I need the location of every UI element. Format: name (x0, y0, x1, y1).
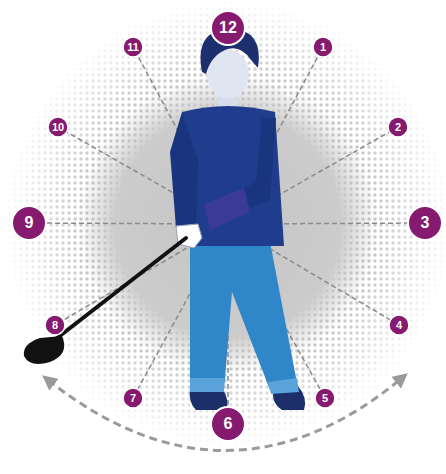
clock-number-circle: 6 (210, 406, 246, 442)
clock-number: 7 (122, 387, 144, 409)
circle-fill (313, 37, 333, 57)
clock-number: 5 (314, 387, 336, 409)
trousers (190, 242, 298, 390)
clock-number-circle: 9 (11, 205, 47, 241)
circle-fill (12, 206, 46, 240)
circle-fill (123, 388, 143, 408)
circle-fill (123, 37, 143, 57)
clock-number-circle: 8 (44, 314, 66, 336)
clock-number-circle: 3 (407, 205, 443, 241)
clock-number: 2 (387, 116, 409, 138)
circle-fill (211, 407, 245, 441)
club-head (24, 336, 64, 364)
clock-number: 6 (210, 406, 246, 442)
halftone-dots (3, 0, 446, 449)
clock-spokes (29, 28, 425, 424)
clock-number-circle: 7 (122, 387, 144, 409)
club-shaft (52, 238, 186, 342)
right-arm (170, 112, 198, 228)
clock-number: 10 (47, 116, 69, 138)
left-forearm (204, 188, 250, 230)
clock-number-circle: 4 (388, 314, 410, 336)
clock-number-circle: 10 (47, 116, 69, 138)
clock-number: 9 (11, 205, 47, 241)
clock-number: 11 (122, 36, 144, 58)
clock-number: 4 (388, 314, 410, 336)
clock-number-circle: 11 (122, 36, 144, 58)
circle-fill (388, 117, 408, 137)
circle-fill (315, 388, 335, 408)
circle-fill (408, 206, 442, 240)
circle-fill (48, 117, 68, 137)
circle-fill (389, 315, 409, 335)
clock-number-circle: 2 (387, 116, 409, 138)
clock-number: 8 (44, 314, 66, 336)
clock-number-circle: 12 (210, 10, 246, 46)
trouser-cuff (268, 378, 299, 394)
clock-number-circle: 5 (314, 387, 336, 409)
trouser-cuff (190, 378, 224, 392)
clock-number: 1 (312, 36, 334, 58)
golfer-figure (24, 28, 305, 410)
circle-fill (45, 315, 65, 335)
swing-arc-arrow (48, 378, 402, 451)
circle-fill (211, 11, 245, 45)
clock-number-circle: 1 (312, 36, 334, 58)
clock-number: 3 (407, 205, 443, 241)
clock-number: 12 (210, 10, 246, 46)
